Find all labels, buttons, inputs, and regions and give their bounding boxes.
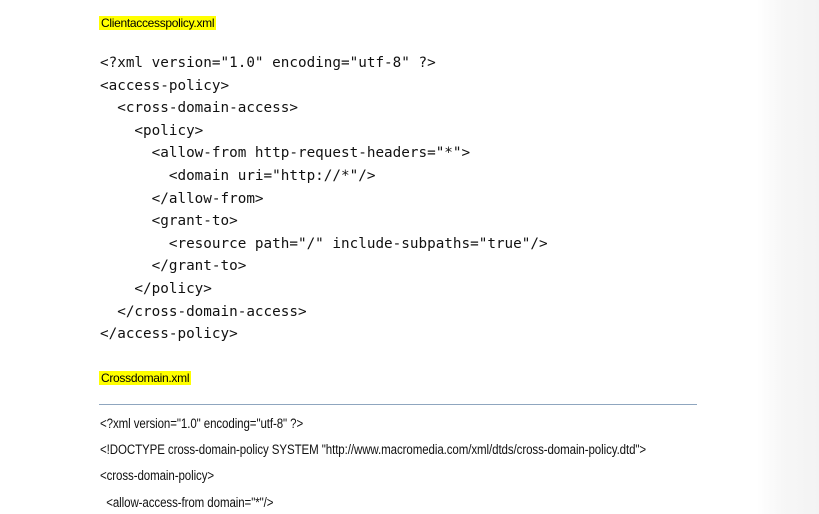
- section-divider: [99, 404, 697, 405]
- code-line: </cross-domain-access>: [100, 303, 307, 320]
- code-line: <grant-to>: [100, 213, 238, 230]
- clientaccesspolicy-code-block: <?xml version="1.0" encoding="utf-8" ?> <…: [100, 52, 548, 346]
- code-line: <!DOCTYPE cross-domain-policy SYSTEM "ht…: [100, 442, 647, 458]
- code-line: <resource path="/" include-subpaths="tru…: [100, 235, 548, 252]
- code-line: </grant-to>: [100, 258, 247, 275]
- code-line: <?xml version="1.0" encoding="utf-8" ?>: [100, 55, 436, 71]
- code-line: </access-policy>: [100, 326, 238, 343]
- code-line: <cross-domain-access>: [100, 100, 298, 117]
- code-line: <allow-access-from domain="*"/>: [100, 494, 274, 510]
- page-edge-shadow: [757, 0, 819, 514]
- code-line: <cross-domain-policy>: [100, 468, 215, 484]
- code-line: </allow-from>: [100, 190, 264, 207]
- clientaccesspolicy-file-label: Clientaccesspolicy.xml: [99, 16, 217, 30]
- code-line: <allow-from http-request-headers="*">: [100, 145, 471, 162]
- code-line: <?xml version="1.0" encoding="utf-8" ?>: [100, 416, 304, 431]
- code-line: <policy>: [100, 122, 204, 139]
- crossdomain-code-block: <?xml version="1.0" encoding="utf-8" ?> <…: [100, 411, 646, 514]
- code-line: <domain uri="http://*"/>: [100, 167, 376, 184]
- code-line: </policy>: [100, 280, 212, 297]
- code-line: <access-policy>: [100, 77, 230, 94]
- crossdomain-file-label: Crossdomain.xml: [99, 371, 192, 385]
